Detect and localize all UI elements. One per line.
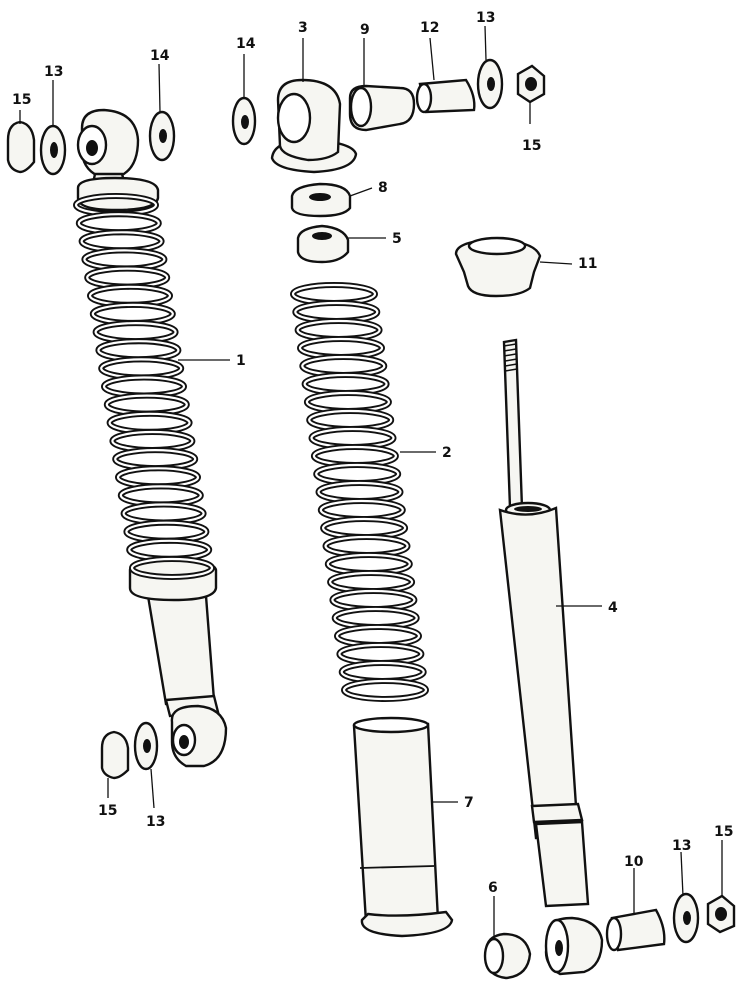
- upper-spring-seat-3: [270, 38, 358, 174]
- bush-12-top: [415, 37, 476, 114]
- spring-coil-turn: [130, 557, 214, 579]
- spring-2: [290, 282, 429, 702]
- washer-13-top-right: [476, 25, 504, 110]
- callout-14-top-left: 14: [150, 48, 170, 64]
- damper-4: [498, 338, 604, 976]
- cap-nut-top-right: [516, 64, 546, 124]
- spring-coil-turn: [342, 679, 428, 701]
- cap-nut-bottom-left: [100, 730, 130, 798]
- cap-nut-top-left: [6, 110, 36, 174]
- callout-14-top-middle: 14: [236, 36, 256, 52]
- callout-15-top-left: 15: [12, 92, 31, 108]
- bush-10: [605, 868, 666, 952]
- washer-13-bottom-right: [672, 851, 700, 944]
- callout-15-bottom-right: 15: [714, 824, 733, 840]
- callout-3: 3: [298, 20, 308, 36]
- callout-11: 11: [578, 256, 597, 272]
- stopper-rubber-8: [290, 182, 373, 218]
- callout-7: 7: [464, 795, 474, 811]
- washer-13-top-left: [39, 80, 67, 176]
- washer-13-bottom-left: [133, 721, 159, 809]
- callout-6: 6: [488, 880, 498, 896]
- dust-cover-7: [352, 716, 458, 938]
- callout-9: 9: [360, 22, 370, 38]
- washer-14-top-left: [148, 63, 176, 162]
- stopper-rubber-5: [296, 224, 386, 264]
- callout-13-bottom-left: 13: [146, 814, 165, 830]
- callout-13-top-left: 13: [44, 64, 63, 80]
- callout-13-top-right: 13: [476, 10, 495, 26]
- shock-absorber-assembly: [73, 108, 228, 768]
- callout-8: 8: [378, 180, 388, 196]
- callout-1: 1: [236, 353, 246, 369]
- callout-15-top-right: 15: [522, 138, 541, 154]
- cap-nut-bottom-right: [706, 840, 736, 934]
- collar-9: [348, 38, 416, 132]
- rubber-bushing-11: [454, 236, 573, 298]
- callout-5: 5: [392, 231, 402, 247]
- callout-4: 4: [608, 600, 618, 616]
- callout-10: 10: [624, 854, 644, 870]
- callout-2: 2: [442, 445, 452, 461]
- collar-6: [483, 896, 532, 980]
- callout-15-bottom-left: 15: [98, 803, 117, 819]
- callout-13-bottom-right: 13: [672, 838, 691, 854]
- callout-12: 12: [420, 20, 439, 36]
- washer-14-top-middle: [231, 54, 257, 146]
